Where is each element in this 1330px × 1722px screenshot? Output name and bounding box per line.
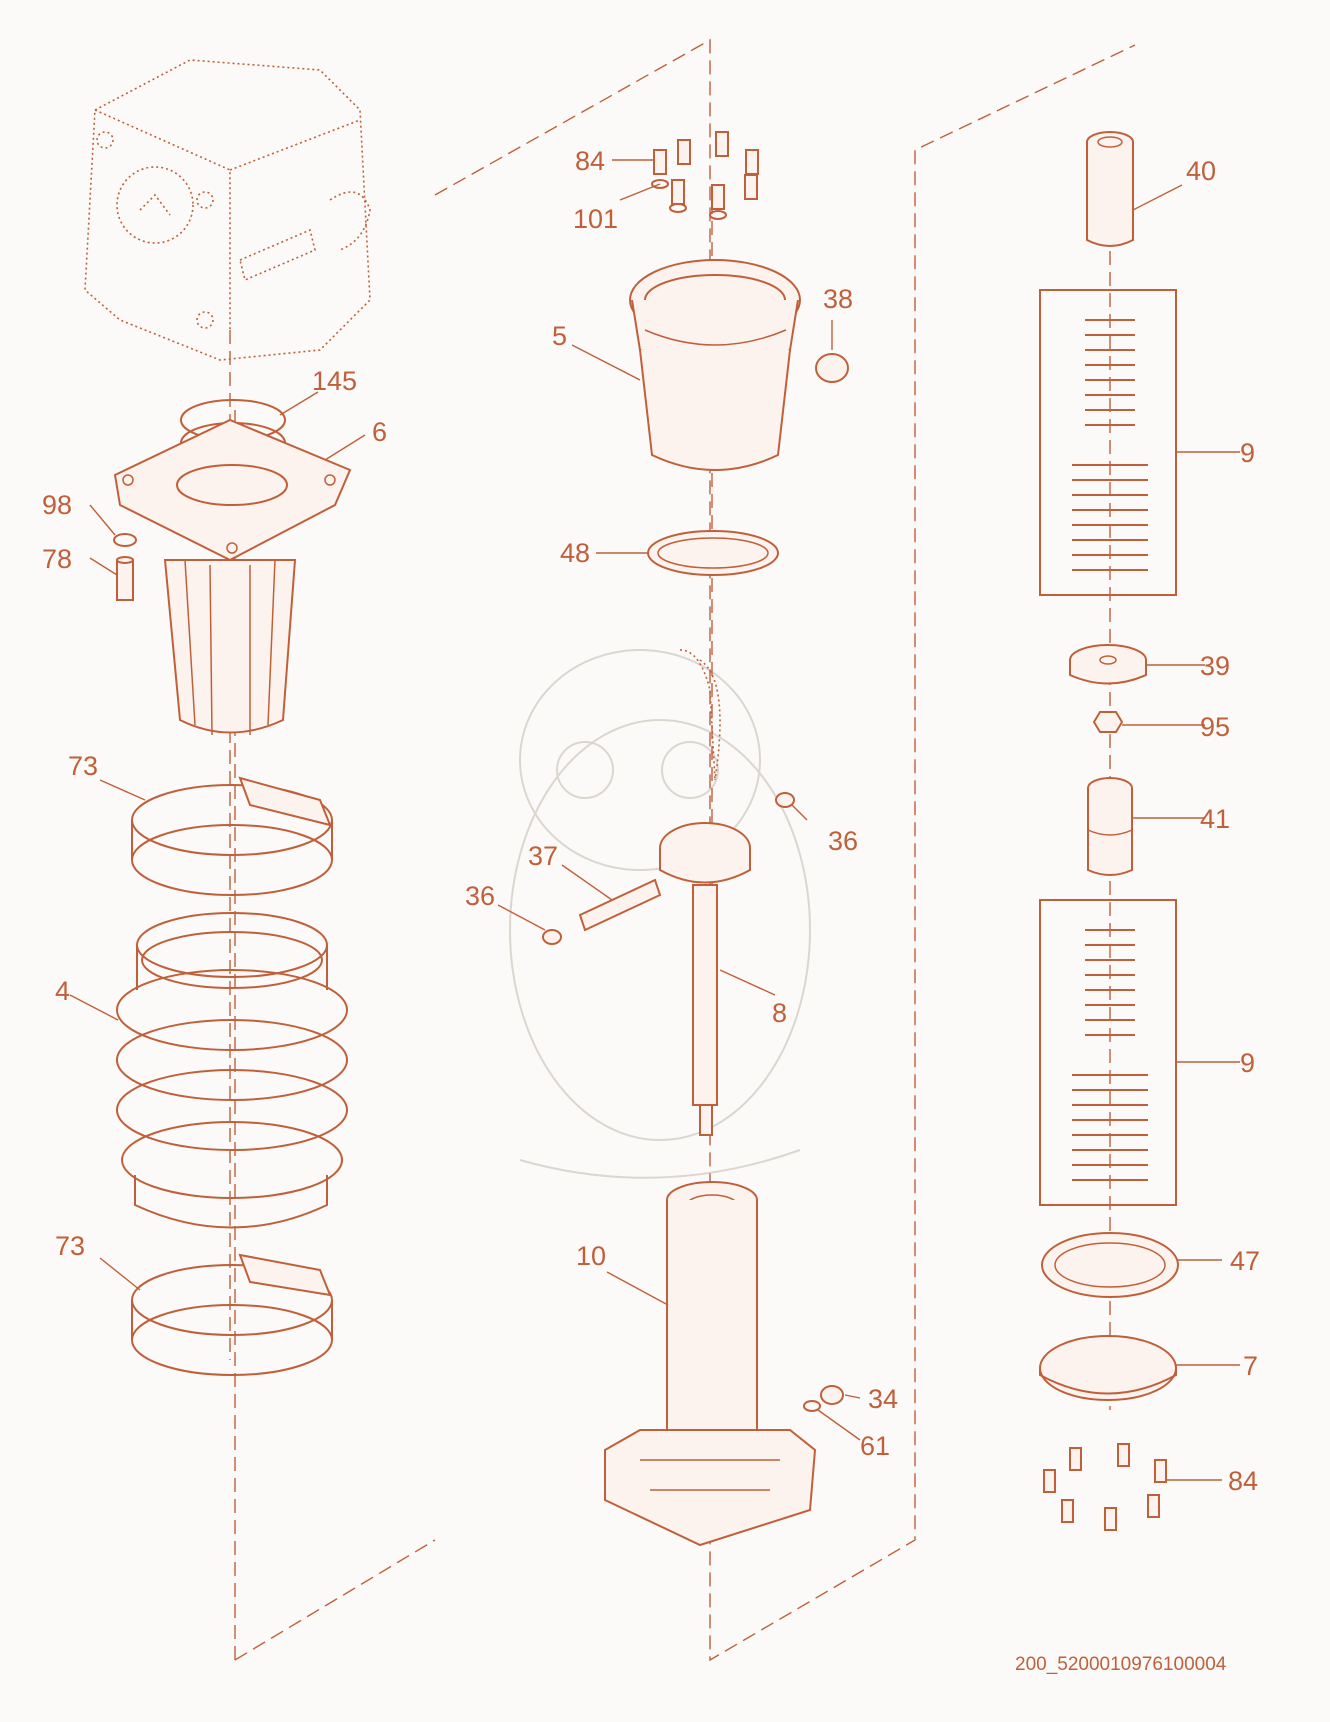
pin-37 — [578, 878, 662, 932]
washer-61 — [803, 1400, 821, 1412]
label-37: 37 — [528, 841, 558, 871]
washer-36-left — [542, 929, 562, 945]
screw-78 — [116, 556, 134, 601]
label-38: 38 — [823, 284, 853, 314]
drawing-code: 200_5200010976100004 — [1015, 1654, 1227, 1675]
nut-95 — [1092, 711, 1124, 733]
label-73-top: 73 — [68, 751, 98, 781]
spring-disk-39 — [1069, 644, 1147, 685]
label-47: 47 — [1230, 1246, 1260, 1276]
label-84-bottom: 84 — [1228, 1466, 1258, 1496]
label-101: 101 — [573, 204, 618, 234]
gasket-48 — [647, 530, 779, 576]
spring-set-9-bottom — [1039, 899, 1177, 1206]
label-48: 48 — [560, 538, 590, 568]
upper-cup-5 — [629, 259, 801, 471]
bolts-84-top — [653, 131, 759, 210]
label-5: 5 — [552, 321, 567, 351]
label-7: 7 — [1243, 1351, 1258, 1381]
label-9-bottom: 9 — [1240, 1048, 1255, 1078]
label-84-top: 84 — [575, 146, 605, 176]
label-95: 95 — [1200, 712, 1230, 742]
label-41: 41 — [1200, 804, 1230, 834]
label-4: 4 — [55, 976, 70, 1006]
plug-34 — [820, 1385, 844, 1405]
hose-clamp-73-bottom — [131, 1253, 333, 1376]
hose-clamp-73-top — [131, 776, 333, 896]
plate-7 — [1039, 1335, 1177, 1401]
label-78: 78 — [42, 544, 72, 574]
cylinder-10 — [604, 1181, 817, 1547]
label-34: 34 — [868, 1384, 898, 1414]
spring-set-9-top — [1039, 289, 1177, 596]
label-9-top: 9 — [1240, 438, 1255, 468]
bellows-4 — [116, 912, 348, 1229]
leader-lines — [69, 159, 1240, 1481]
bolts-84-bottom — [1043, 1443, 1167, 1531]
part-labels: 84 101 145 6 98 78 73 4 73 5 38 48 36 37… — [42, 146, 1260, 1675]
label-8: 8 — [772, 998, 787, 1028]
label-39: 39 — [1200, 651, 1230, 681]
gasket-47 — [1041, 1232, 1179, 1298]
label-40: 40 — [1186, 156, 1216, 186]
label-145: 145 — [312, 366, 357, 396]
label-10: 10 — [576, 1241, 606, 1271]
engine-assembly — [84, 59, 371, 361]
plug-38 — [815, 353, 849, 383]
label-61: 61 — [860, 1431, 890, 1461]
guide-housing-6 — [113, 418, 352, 736]
washer-36-right — [775, 792, 795, 808]
sleeve-41 — [1087, 777, 1133, 876]
sleeve-40 — [1086, 131, 1134, 247]
background-mascot — [509, 649, 811, 1179]
label-98: 98 — [42, 490, 72, 520]
label-36-right: 36 — [828, 826, 858, 856]
label-36-left: 36 — [465, 881, 495, 911]
label-73-bottom: 73 — [55, 1231, 85, 1261]
piston-rod-8 — [659, 649, 751, 1136]
washer-98 — [113, 533, 137, 547]
washers-101 — [651, 179, 727, 220]
label-6: 6 — [372, 417, 387, 447]
